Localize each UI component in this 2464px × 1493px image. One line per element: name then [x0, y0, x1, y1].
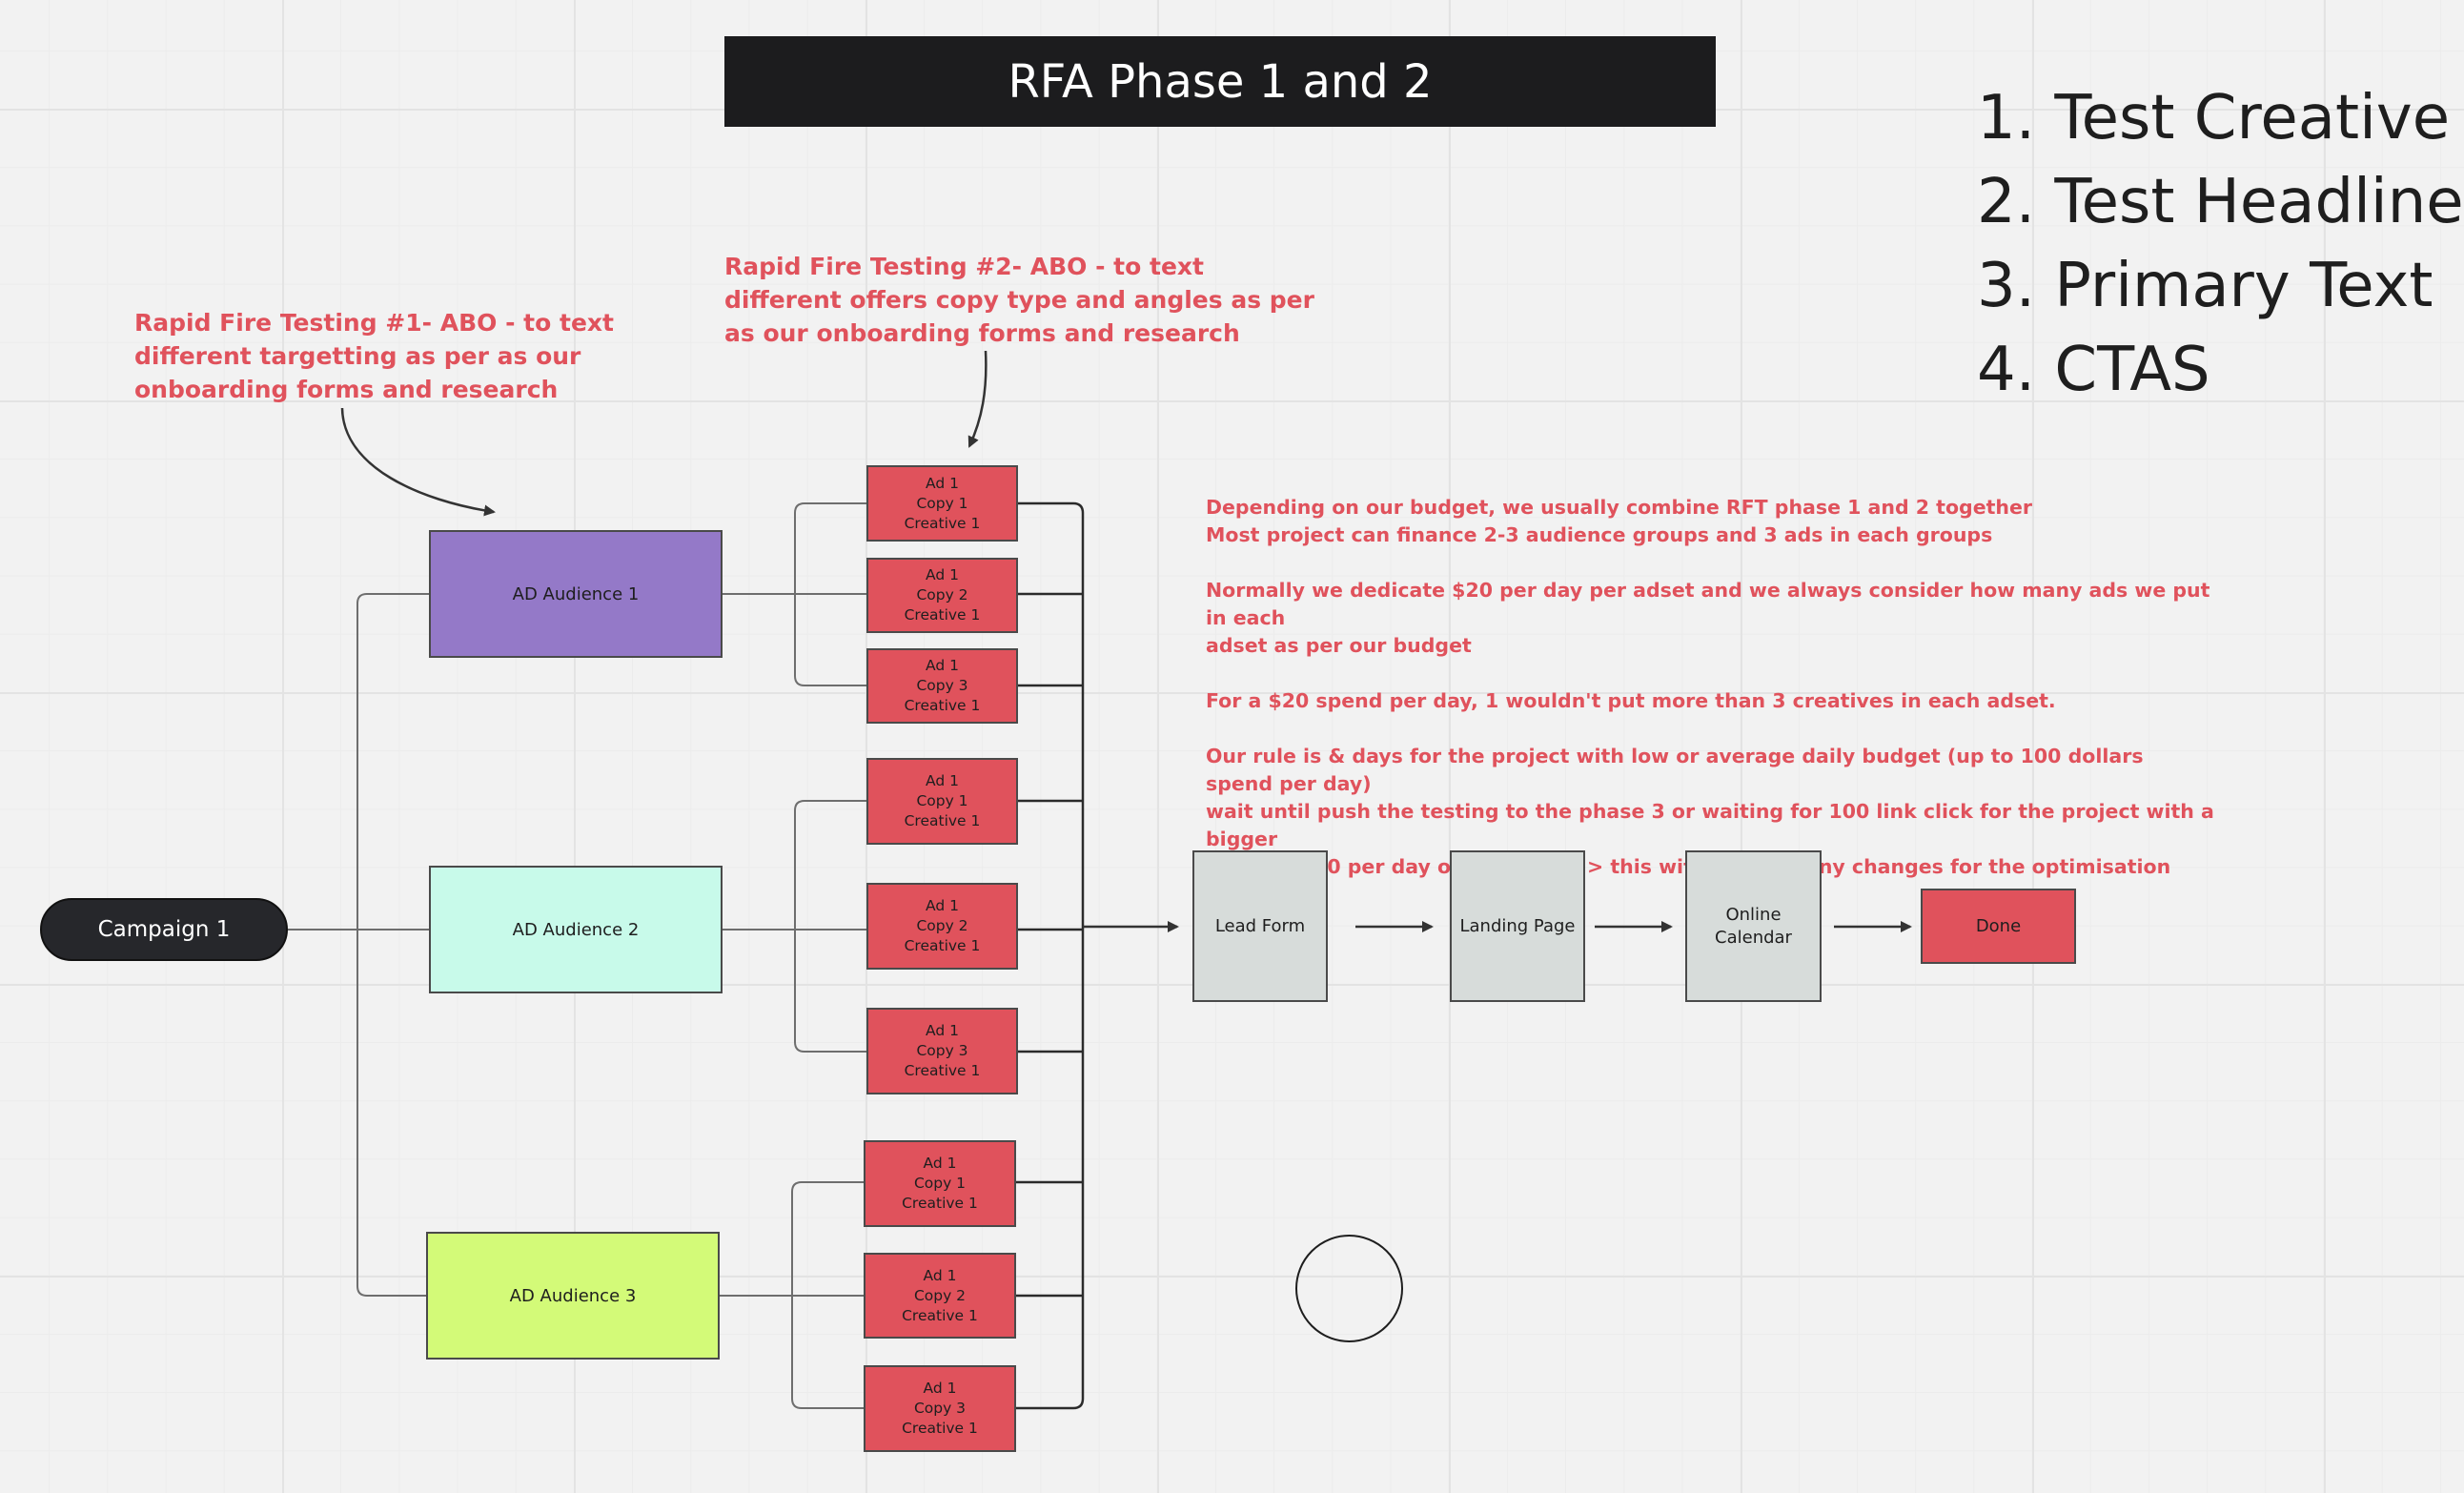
note-line: different targetting as per as our: [134, 342, 581, 370]
ad-label: Ad 1: [926, 657, 959, 674]
note-line: For a $20 spend per day, 1 wouldn't put …: [1206, 689, 2056, 712]
node-label-line: Online: [1725, 904, 1782, 925]
ad-creative: Creative 1: [904, 606, 981, 624]
ad-creative: Creative 1: [904, 514, 981, 532]
note-line: onboarding forms and research: [134, 376, 559, 403]
ad-creative: Creative 1: [902, 1306, 978, 1324]
audience-2-node[interactable]: AD Audience 2: [429, 866, 723, 993]
ad-node-a3-copy1[interactable]: Ad 1 Copy 1 Creative 1: [864, 1140, 1016, 1227]
note-line: Our rule is & days for the project with …: [1206, 745, 2144, 795]
note-line: Depending on our budget, we usually comb…: [1206, 496, 2033, 519]
ad-creative: Creative 1: [904, 812, 981, 829]
audience-3-node[interactable]: AD Audience 3: [426, 1232, 720, 1360]
ad-creative: Creative 1: [902, 1420, 978, 1437]
ad-label: Ad 1: [923, 1266, 957, 1284]
connector-audience-3-fan: [720, 1181, 864, 1409]
testing-goals-list: 1. Test Creative 2. Test Headline 3. Pri…: [1977, 76, 2464, 412]
done-node[interactable]: Done: [1921, 889, 2076, 964]
arrow-rft2-to-ads: [967, 350, 988, 448]
landing-page-node[interactable]: Landing Page: [1450, 850, 1585, 1002]
arrow-rft1-to-audience-1: [340, 407, 496, 517]
budget-paragraph: Normally we dedicate $20 per day per ads…: [1206, 577, 2216, 660]
note-line: Rapid Fire Testing #2- ABO - to text: [724, 253, 1204, 280]
ad-copy: Copy 3: [916, 677, 968, 694]
connector-campaign-to-audience-1: [356, 593, 429, 930]
ad-creative: Creative 1: [902, 1195, 978, 1212]
budget-notes[interactable]: Depending on our budget, we usually comb…: [1206, 494, 2216, 909]
ad-copy: Copy 3: [916, 1042, 968, 1059]
audience-1-node[interactable]: AD Audience 1: [429, 530, 723, 658]
ad-node-a3-copy2[interactable]: Ad 1 Copy 2 Creative 1: [864, 1253, 1016, 1339]
ad-label: Ad 1: [926, 566, 959, 583]
budget-paragraph: Depending on our budget, we usually comb…: [1206, 494, 2216, 549]
ad-node-a1-copy1[interactable]: Ad 1 Copy 1 Creative 1: [866, 465, 1018, 542]
online-calendar-node[interactable]: Online Calendar: [1685, 850, 1822, 1002]
ad-copy: Copy 2: [913, 1286, 967, 1304]
circle-shape[interactable]: [1295, 1235, 1403, 1342]
connector-campaign-to-audience-3: [356, 930, 426, 1297]
goal-item: 4. CTAS: [1977, 335, 2210, 405]
ad-creative: Creative 1: [904, 1062, 981, 1079]
ad-copy: Copy 3: [913, 1400, 967, 1417]
ad-node-a2-copy1[interactable]: Ad 1 Copy 1 Creative 1: [866, 758, 1018, 845]
ad-creative: Creative 1: [904, 697, 981, 714]
ad-label: Ad 1: [923, 1380, 957, 1397]
ad-copy: Copy 2: [916, 586, 968, 603]
ad-node-a3-copy3[interactable]: Ad 1 Copy 3 Creative 1: [864, 1365, 1016, 1452]
rft2-note[interactable]: Rapid Fire Testing #2- ABO - to text dif…: [724, 250, 1315, 350]
note-line: different offers copy type and angles as…: [724, 286, 1314, 314]
ad-node-a1-copy2[interactable]: Ad 1 Copy 2 Creative 1: [866, 558, 1018, 633]
goal-item: 3. Primary Text: [1977, 251, 2433, 321]
note-line: wait until push the testing to the phase…: [1206, 800, 2214, 850]
campaign-node[interactable]: Campaign 1: [40, 898, 288, 961]
ad-label: Ad 1: [926, 897, 959, 914]
goal-item: 2. Test Headline: [1977, 167, 2464, 237]
note-line: as our onboarding forms and research: [724, 319, 1240, 347]
ad-label: Ad 1: [923, 1155, 957, 1172]
lead-form-node[interactable]: Lead Form: [1192, 850, 1328, 1002]
note-line: Most project can finance 2-3 audience gr…: [1206, 523, 1993, 546]
node-label-line: Calendar: [1715, 927, 1792, 948]
connector-audience-1-fan: [723, 502, 866, 686]
ad-label: Ad 1: [926, 474, 959, 492]
ad-node-a1-copy3[interactable]: Ad 1 Copy 3 Creative 1: [866, 648, 1018, 724]
connector-audience-2-fan: [723, 800, 866, 1053]
ad-copy: Copy 1: [916, 494, 968, 512]
ad-copy: Copy 1: [913, 1175, 967, 1192]
note-line: adset as per our budget: [1206, 634, 1472, 657]
ad-label: Ad 1: [926, 772, 959, 789]
note-line: Normally we dedicate $20 per day per ads…: [1206, 579, 2210, 629]
diagram-title[interactable]: RFA Phase 1 and 2: [724, 36, 1716, 127]
note-line: Rapid Fire Testing #1- ABO - to text: [134, 309, 614, 337]
connector-ads-merge: [1016, 501, 1085, 1410]
budget-paragraph: For a $20 spend per day, 1 wouldn't put …: [1206, 687, 2216, 715]
ad-node-a2-copy2[interactable]: Ad 1 Copy 2 Creative 1: [866, 883, 1018, 970]
ad-copy: Copy 2: [916, 917, 968, 934]
rft1-note[interactable]: Rapid Fire Testing #1- ABO - to text dif…: [134, 306, 630, 406]
ad-label: Ad 1: [926, 1022, 959, 1039]
ad-node-a2-copy3[interactable]: Ad 1 Copy 3 Creative 1: [866, 1008, 1018, 1094]
ad-copy: Copy 1: [916, 792, 968, 809]
ad-creative: Creative 1: [904, 937, 981, 954]
goal-item: 1. Test Creative: [1977, 83, 2451, 153]
